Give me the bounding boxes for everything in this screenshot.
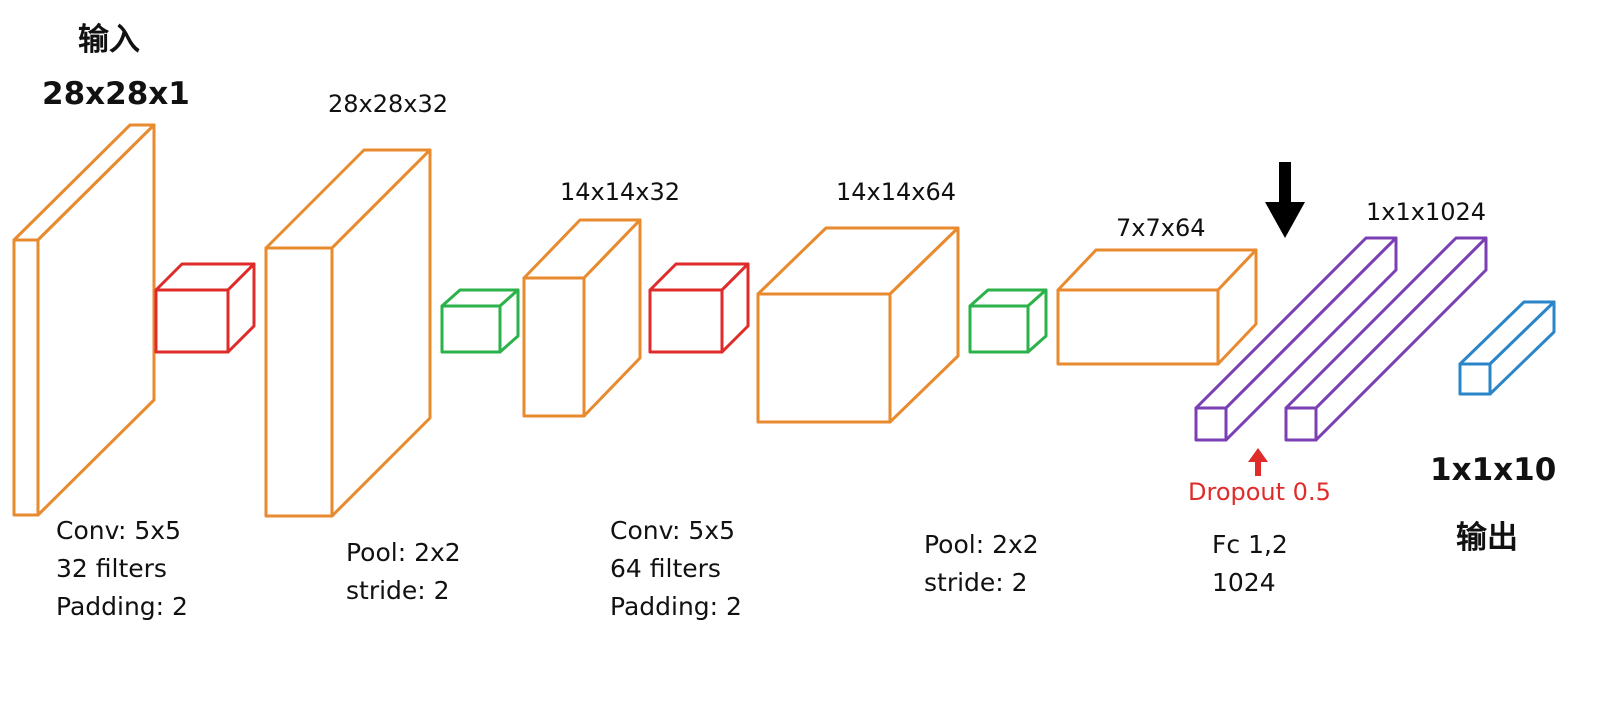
tensor-dimension-3: 14x14x64 [836,178,957,206]
conv2-kernel-box [648,262,750,354]
pool2-kernel-box [968,288,1048,354]
pool1-size: Pool: 2x2 [346,538,461,567]
conv1-label: Conv: 5x5 32 filters Padding: 2 [56,512,188,626]
output-box [1458,300,1556,396]
pool2-output-tensor-box [1056,248,1258,366]
conv1-kernel: Conv: 5x5 [56,516,181,545]
fc-label: Fc 1,2 1024 [1212,526,1288,602]
conv2-output-tensor-box [756,226,960,424]
down-arrow-icon [1265,162,1305,238]
input-tensor-box [12,123,156,517]
tensor-dimension-1: 28x28x32 [328,90,449,118]
pool1-stride: stride: 2 [346,576,450,605]
output-title: 输出 [1456,520,1518,556]
conv2-label: Conv: 5x5 64 filters Padding: 2 [610,512,742,626]
conv2-padding: Padding: 2 [610,592,742,621]
conv2-filters: 64 filters [610,554,721,583]
conv1-filters: 32 filters [56,554,167,583]
tensor-dimension-2: 14x14x32 [560,178,681,206]
dropout-label: Dropout 0.5 [1188,478,1331,506]
conv1-output-tensor-box [264,148,432,518]
output-dimension: 1x1x10 [1430,452,1557,488]
input-title: 输入 [78,22,140,58]
pool2-label: Pool: 2x2 stride: 2 [924,526,1039,602]
pool2-stride: stride: 2 [924,568,1028,597]
tensor-dimension-4: 7x7x64 [1116,214,1206,242]
fc-layers: Fc 1,2 [1212,530,1288,559]
pool1-kernel-box [440,288,520,354]
conv1-kernel-box [154,262,256,354]
up-arrow-icon [1248,448,1268,476]
fc2-box [1284,236,1488,442]
input-dimension: 28x28x1 [42,76,190,112]
pool1-label: Pool: 2x2 stride: 2 [346,534,461,610]
pool2-size: Pool: 2x2 [924,530,1039,559]
fc1-box [1194,236,1398,442]
tensor-dimension-5: 1x1x1024 [1366,198,1487,226]
pool1-output-tensor-box [522,218,642,418]
fc-units: 1024 [1212,568,1276,597]
conv2-kernel: Conv: 5x5 [610,516,735,545]
conv1-padding: Padding: 2 [56,592,188,621]
